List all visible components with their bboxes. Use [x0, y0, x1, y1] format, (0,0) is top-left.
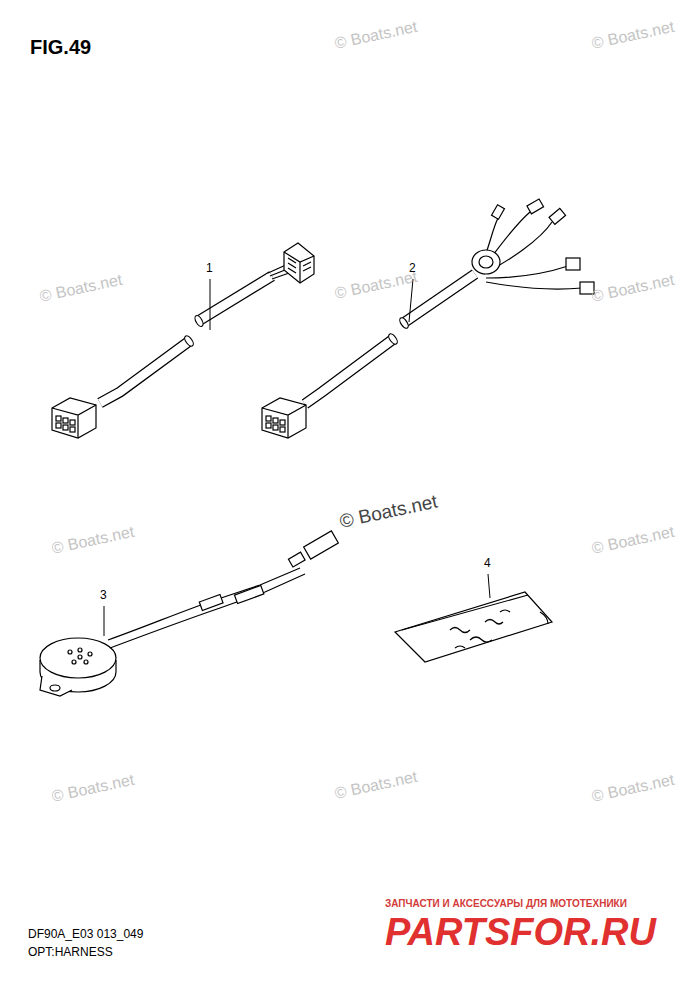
leader-lines	[104, 279, 490, 636]
watermark: © Boats.net	[38, 271, 124, 306]
watermark: © Boats.net	[50, 523, 136, 558]
figure-title: FIG.49	[30, 36, 91, 58]
watermark: © Boats.net	[590, 523, 676, 558]
watermark: © Boats.net	[333, 268, 419, 303]
watermark: © Boats.net	[50, 771, 136, 806]
harness-2	[262, 199, 594, 438]
watermark: © Boats.net	[590, 18, 676, 53]
watermark: © Boats.net	[590, 771, 676, 806]
callout-number: 3	[100, 589, 107, 602]
bag-4	[395, 592, 552, 662]
watermark: © Boats.net	[338, 492, 440, 533]
callout-number: 1	[206, 262, 213, 275]
brand-tagline: ЗАПЧАСТИ И АКСЕССУАРЫ ДЛЯ МОТОТЕХНИКИ	[385, 898, 627, 909]
callout-number: 4	[484, 557, 491, 570]
diagram-subtitle: OPT:HARNESS	[28, 946, 113, 959]
watermark: © Boats.net	[333, 768, 419, 803]
brand-logo: PARTSFOR.RU	[385, 912, 656, 954]
harness-1	[52, 243, 314, 438]
watermark: © Boats.net	[333, 18, 419, 53]
diagram-code: DF90A_E03 013_049	[28, 928, 143, 941]
sensor-3	[40, 531, 338, 696]
watermark: © Boats.net	[590, 271, 676, 306]
